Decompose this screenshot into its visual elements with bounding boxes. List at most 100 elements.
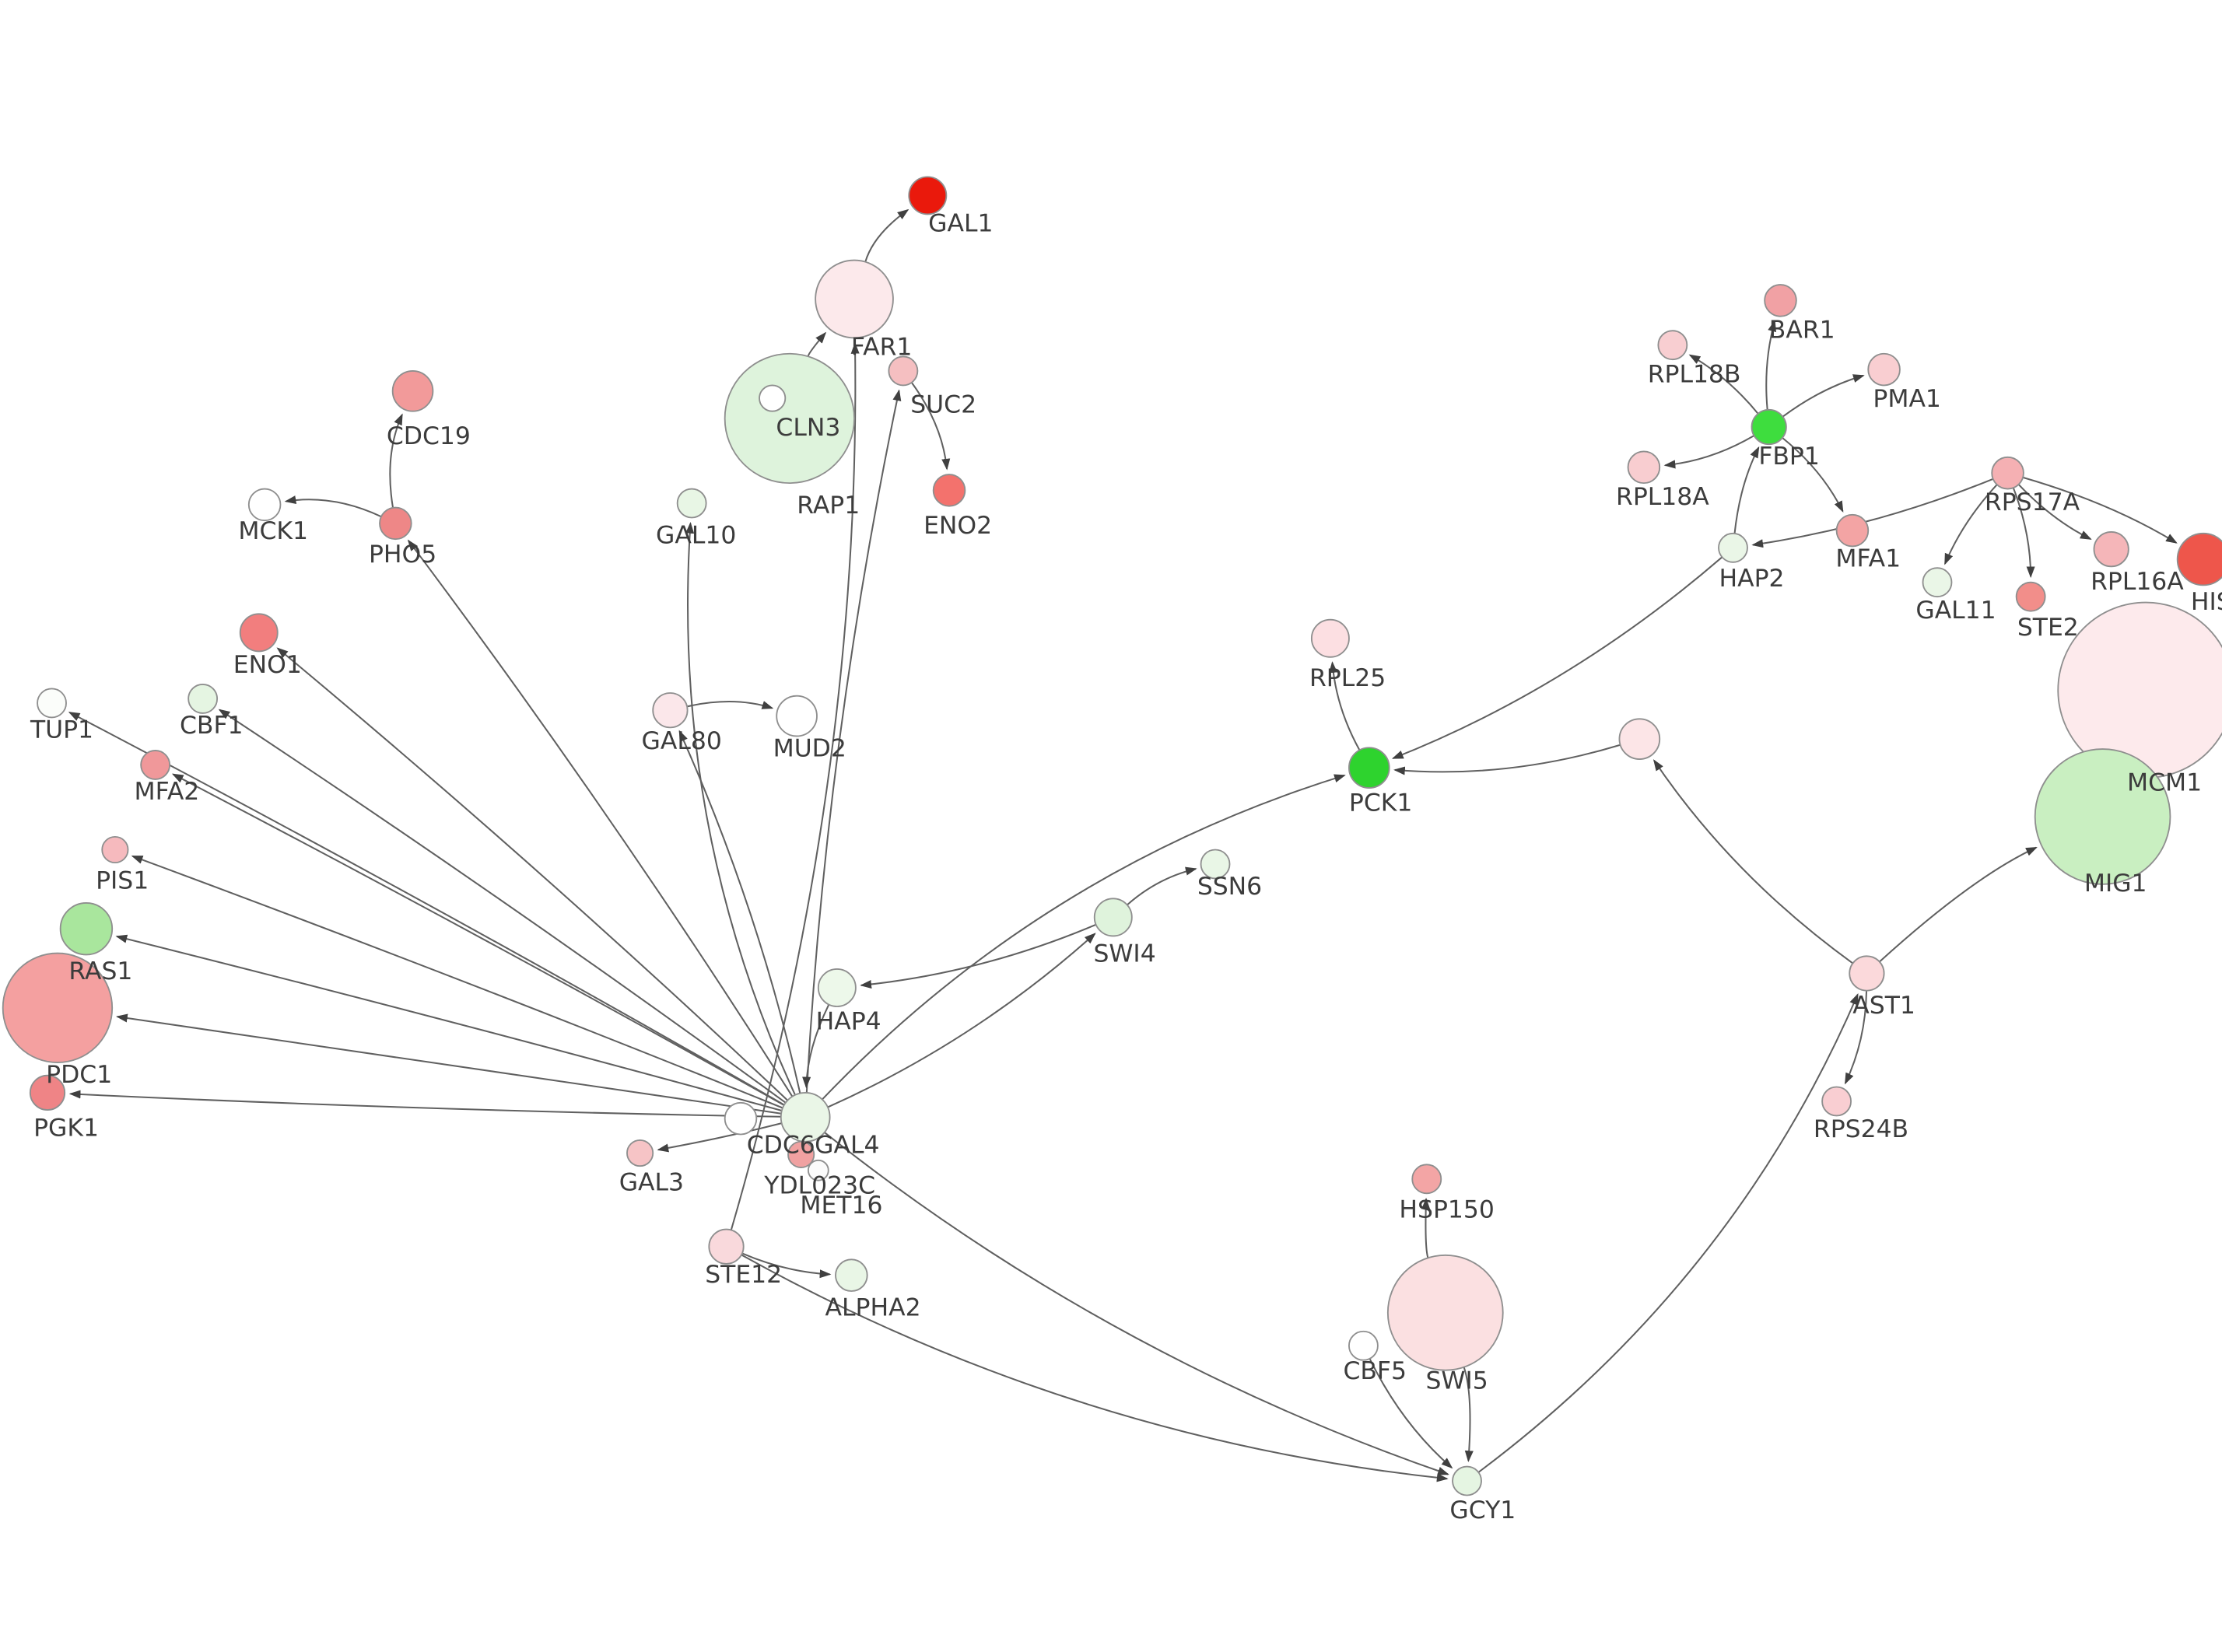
node-pgk1[interactable] xyxy=(29,1074,66,1111)
node-pck1[interactable] xyxy=(1348,747,1390,789)
node-swi4[interactable] xyxy=(1093,898,1133,937)
edge-fbp1-mfa1[interactable] xyxy=(1782,437,1844,513)
edge-ast1-rps24b[interactable] xyxy=(1844,990,1868,1085)
edge-gal4-ras1[interactable] xyxy=(115,934,783,1111)
node-rpl18a[interactable] xyxy=(1627,450,1661,485)
edge-swi4-hap4[interactable] xyxy=(860,923,1096,989)
node-rpl18b[interactable] xyxy=(1657,330,1688,361)
edge-ast1-mig1[interactable] xyxy=(1879,846,2038,963)
edge-swi5-gcy1[interactable] xyxy=(1463,1367,1474,1462)
node-rpl16a[interactable] xyxy=(2093,531,2129,568)
edge-gal4-suc2[interactable] xyxy=(805,389,902,1093)
edge-hap4-gal4[interactable] xyxy=(802,1004,830,1089)
node-alpha2[interactable] xyxy=(835,1258,868,1292)
node-hap4[interactable] xyxy=(817,968,857,1007)
node-mck1[interactable] xyxy=(247,488,282,522)
edge-gal4-pis1[interactable] xyxy=(131,855,783,1109)
edge-suc2-eno2[interactable] xyxy=(910,382,951,471)
edge-gal4-gal3[interactable] xyxy=(657,1122,782,1153)
edge-ast1-unlabeled1[interactable] xyxy=(1652,759,1854,964)
node-mig1[interactable] xyxy=(2034,748,2171,885)
node-cln3[interactable] xyxy=(724,352,855,485)
edge-gal4-gcy1[interactable] xyxy=(824,1132,1449,1475)
edge-ste12-far1[interactable] xyxy=(730,341,860,1230)
node-hsp150[interactable] xyxy=(1411,1164,1442,1195)
node-gal3[interactable] xyxy=(626,1139,654,1167)
node-cdc19[interactable] xyxy=(391,370,434,412)
node-gcy1[interactable] xyxy=(1452,1465,1482,1496)
edge-swi5-hsp150[interactable] xyxy=(1421,1197,1431,1258)
edge-gal4-pho5[interactable] xyxy=(407,539,794,1097)
edge-rps17a-gal11[interactable] xyxy=(1944,484,1998,565)
node-ssn6[interactable] xyxy=(1200,849,1231,880)
edge-gal4-pck1[interactable] xyxy=(822,774,1346,1101)
node-rap1[interactable] xyxy=(759,384,787,412)
node-pma1[interactable] xyxy=(1867,352,1901,387)
edge-rps17a-hap2[interactable] xyxy=(1751,478,1994,548)
edge-gal4-eno1[interactable] xyxy=(276,647,788,1101)
node-suc2[interactable] xyxy=(888,355,919,387)
edge-rps17a-rpl16a[interactable] xyxy=(2017,484,2092,540)
edge-rps17a-his4[interactable] xyxy=(2022,476,2178,544)
edge-fbp1-rpl18b[interactable] xyxy=(1688,354,1759,415)
edge-hap2-pck1[interactable] xyxy=(1391,556,1723,759)
edge-ste12-alpha2[interactable] xyxy=(741,1252,832,1279)
node-ras1[interactable] xyxy=(59,901,114,956)
edge-gal4-pgk1[interactable] xyxy=(68,1090,781,1118)
node-met16[interactable] xyxy=(807,1159,829,1181)
node-pdc1[interactable] xyxy=(2,952,114,1064)
node-mud2[interactable] xyxy=(776,695,818,737)
edge-gal4-pdc1[interactable] xyxy=(116,1013,782,1115)
node-ydl023c[interactable] xyxy=(787,1140,815,1168)
edge-gcy1-ast1[interactable] xyxy=(1477,992,1859,1473)
node-rps17a[interactable] xyxy=(1991,456,2024,490)
edge-fbp1-rpl18a[interactable] xyxy=(1663,435,1754,469)
edge-ste12-gcy1[interactable] xyxy=(741,1254,1449,1482)
edge-hap2-fbp1[interactable] xyxy=(1733,446,1760,534)
node-cbf1[interactable] xyxy=(188,683,219,714)
node-ast1[interactable] xyxy=(1849,955,1885,992)
edge-cln3-far1[interactable] xyxy=(807,331,827,357)
edge-gal4-mfa2[interactable] xyxy=(171,773,785,1106)
node-pis1[interactable] xyxy=(101,835,129,864)
edge-pck1-rpl25[interactable] xyxy=(1329,661,1361,751)
node-mfa2[interactable] xyxy=(140,750,171,780)
node-gal11[interactable] xyxy=(1922,567,1953,598)
edge-gal4-swi4[interactable] xyxy=(827,933,1096,1108)
node-gal1[interactable] xyxy=(908,176,948,215)
edge-fbp1-pma1[interactable] xyxy=(1782,374,1865,418)
node-tup1[interactable] xyxy=(37,688,67,719)
node-rpl25[interactable] xyxy=(1310,618,1350,658)
node-gal80[interactable] xyxy=(652,692,689,729)
node-pho5[interactable] xyxy=(379,506,412,541)
node-bar1[interactable] xyxy=(1764,284,1797,317)
edge-cbf5-gcy1[interactable] xyxy=(1369,1358,1453,1469)
node-mfa1[interactable] xyxy=(1835,513,1870,548)
edge-fbp1-bar1[interactable] xyxy=(1765,320,1776,410)
edge-far1-gal1[interactable] xyxy=(864,208,909,262)
edge-swi4-ssn6[interactable] xyxy=(1127,866,1197,906)
node-hap2[interactable] xyxy=(1718,532,1748,563)
edge-gal4-gal80[interactable] xyxy=(678,730,801,1094)
node-ste12[interactable] xyxy=(708,1228,745,1265)
edge-pho5-cdc19[interactable] xyxy=(389,413,403,508)
edge-gal80-mud2[interactable] xyxy=(686,701,774,709)
node-eno2[interactable] xyxy=(932,474,966,507)
node-fbp1[interactable] xyxy=(1751,408,1787,446)
node-gal10[interactable] xyxy=(676,488,707,519)
edge-gal4-gal10[interactable] xyxy=(685,522,796,1096)
node-far1[interactable] xyxy=(815,259,894,339)
node-swi5[interactable] xyxy=(1386,1254,1504,1371)
node-cdc6[interactable] xyxy=(724,1101,758,1136)
edge-gal4-tup1[interactable] xyxy=(68,712,785,1106)
node-unlabeled1[interactable] xyxy=(1618,718,1661,760)
edge-pho5-mck1[interactable] xyxy=(284,495,382,518)
node-his4[interactable] xyxy=(2176,532,2222,586)
node-rps24b[interactable] xyxy=(1821,1086,1852,1117)
edge-rps17a-ste2[interactable] xyxy=(2012,487,2035,579)
edge-unlabeled1-pck1[interactable] xyxy=(1393,744,1621,775)
node-cbf5[interactable] xyxy=(1348,1330,1379,1361)
node-ste2[interactable] xyxy=(2015,581,2046,612)
edge-gal4-cbf1[interactable] xyxy=(218,709,787,1104)
